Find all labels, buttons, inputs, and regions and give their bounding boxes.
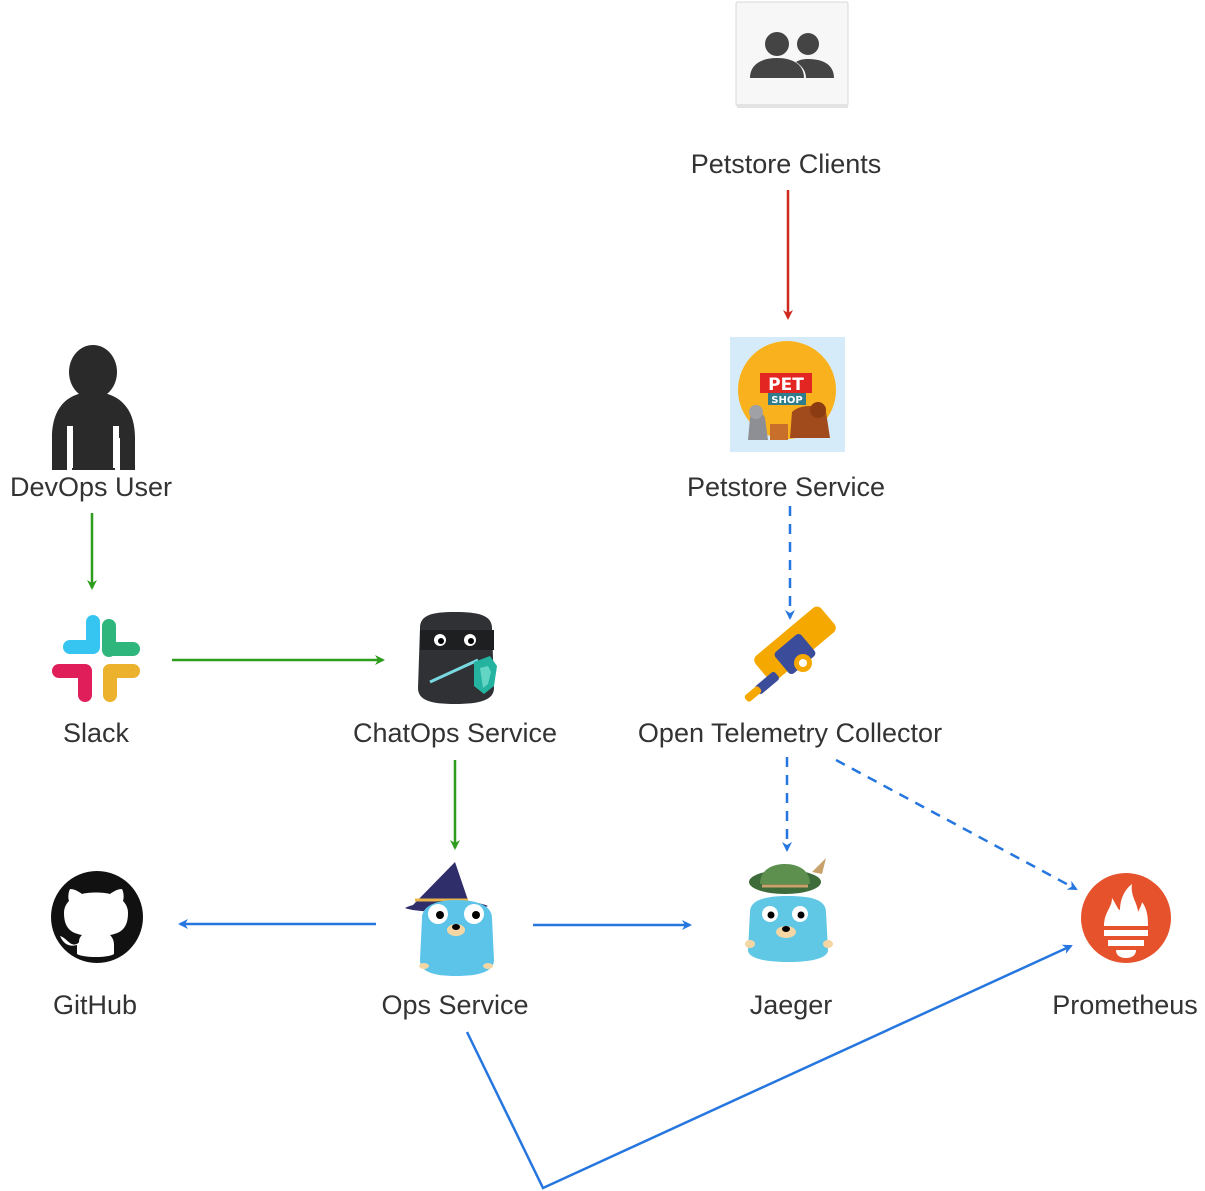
label-otel-collector: Open Telemetry Collector xyxy=(637,718,943,748)
label-jaeger: Jaeger xyxy=(749,990,833,1020)
ninja-gopher-icon xyxy=(418,612,497,704)
label-petstore-service: Petstore Service xyxy=(686,472,886,502)
slack-logo xyxy=(52,615,140,702)
label-slack: Slack xyxy=(62,718,130,748)
person-icon xyxy=(52,345,135,470)
label-ops-service: Ops Service xyxy=(381,990,529,1020)
edge-otel-to-prometheus xyxy=(835,758,1078,891)
label-prometheus: Prometheus xyxy=(1052,990,1198,1020)
prometheus-logo xyxy=(1081,873,1171,963)
label-petstore-clients: Petstore Clients xyxy=(690,149,882,179)
label-github: GitHub xyxy=(52,990,138,1020)
jaeger-gopher-icon xyxy=(745,858,833,962)
users-group-icon xyxy=(735,1,849,108)
github-logo xyxy=(51,871,143,963)
edge-ops-to-prometheus xyxy=(465,944,1073,1190)
telescope-icon xyxy=(744,606,836,702)
svg-text:PET: PET xyxy=(768,375,804,395)
svg-text:SHOP: SHOP xyxy=(771,395,802,406)
edges xyxy=(87,190,1078,1190)
label-devops-user: DevOps User xyxy=(9,472,173,502)
label-chatops-service: ChatOps Service xyxy=(352,718,558,748)
wizard-gopher-icon xyxy=(405,862,494,976)
pet-shop-logo: PET SHOP xyxy=(730,337,845,452)
